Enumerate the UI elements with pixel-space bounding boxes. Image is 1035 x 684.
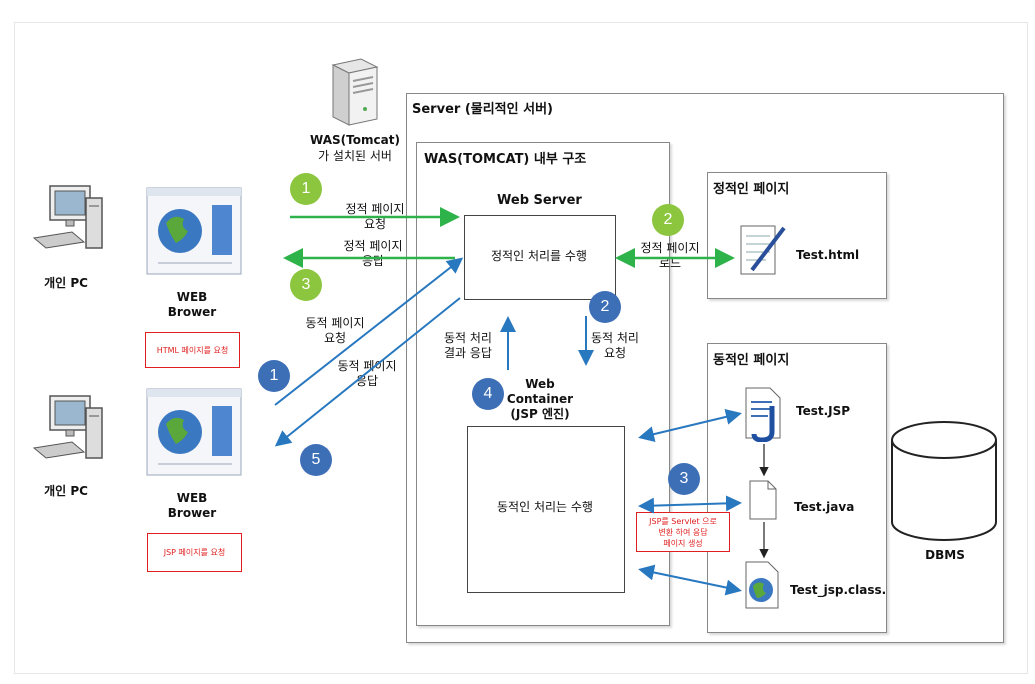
jsp-file-label: Test.JSP	[796, 404, 851, 418]
static-response-label-1: 정적 페이지	[343, 239, 403, 253]
browser-label-2b: Brower	[167, 506, 217, 520]
database-icon	[891, 421, 997, 541]
static-file-label: Test.html	[796, 248, 860, 262]
step-blue-5: 5	[300, 444, 332, 476]
static-page-title: 정적인 페이지	[713, 182, 790, 197]
server-tower-icon	[331, 58, 379, 126]
step-green-3: 3	[290, 269, 322, 301]
server-title: Server (물리적인 서버)	[412, 102, 553, 117]
html-request-note: HTML 페이지를 요청	[145, 332, 240, 368]
step-green-2: 2	[652, 204, 684, 236]
dynamic-page-title: 동적인 페이지	[713, 353, 790, 368]
web-container-title-2: Container	[506, 392, 574, 406]
dbms-label: DBMS	[925, 548, 965, 562]
web-container-title-3: (JSP 엔진)	[510, 407, 570, 421]
pc-icon-2	[32, 395, 103, 459]
dynamic-request-label-1: 동적 페이지	[305, 316, 365, 330]
static-load-label-1: 정적 페이지	[640, 241, 700, 255]
step-blue-3: 3	[668, 463, 700, 495]
web-container-box	[467, 426, 625, 593]
web-server-box	[464, 215, 616, 300]
web-server-title: Web Server	[497, 193, 582, 208]
jsp-request-note: JSP 페이지를 요청	[147, 533, 242, 572]
web-server-text: 정적인 처리를 수행	[491, 249, 587, 263]
was-caption-1: WAS(Tomcat)	[310, 133, 400, 147]
dyn-result-response-label-1: 동적 처리	[444, 331, 492, 345]
html-document-icon	[740, 225, 786, 275]
step-blue-2: 2	[589, 291, 621, 323]
step-green-1: 1	[290, 173, 322, 205]
web-container-text: 동적인 처리는 수행	[497, 500, 593, 514]
web-browser-icon-1	[146, 187, 242, 275]
pc-label-2: 개인 PC	[44, 484, 88, 498]
browser-label-2a: WEB	[176, 491, 208, 505]
servlet-note: JSP를 Servlet 으로 변환 하여 응답 페이지 생성	[636, 512, 730, 552]
dynamic-response-label-2: 응답	[355, 374, 379, 388]
was-title: WAS(TOMCAT) 내부 구조	[424, 152, 587, 167]
was-caption-2: 가 설치된 서버	[318, 149, 392, 163]
step-blue-1: 1	[258, 360, 290, 392]
static-load-label-2: 로드	[658, 256, 682, 270]
dynamic-request-label-2: 요청	[323, 331, 347, 345]
class-file-label: Test_jsp.class.	[790, 583, 887, 597]
static-request-label-2: 요청	[363, 217, 387, 231]
browser-label-1b: Brower	[167, 305, 217, 319]
class-file-icon	[745, 561, 779, 609]
dynamic-response-label-1: 동적 페이지	[337, 359, 397, 373]
web-container-title-1: Web	[525, 377, 555, 391]
dyn-process-request-label-2: 요청	[603, 346, 627, 360]
java-file-label: Test.java	[794, 500, 855, 514]
dyn-process-request-label-1: 동적 처리	[591, 331, 639, 345]
static-page-box	[707, 172, 887, 299]
browser-label-1a: WEB	[176, 290, 208, 304]
dyn-result-response-label-2: 결과 응답	[444, 346, 492, 360]
static-response-label-2: 응답	[361, 254, 385, 268]
pc-icon-1	[32, 185, 103, 249]
step-blue-4: 4	[472, 378, 504, 410]
java-file-icon	[749, 480, 777, 520]
jsp-file-icon	[745, 387, 781, 442]
web-browser-icon-2	[146, 388, 242, 476]
static-request-label-1: 정적 페이지	[345, 202, 405, 216]
pc-label-1: 개인 PC	[44, 276, 88, 290]
